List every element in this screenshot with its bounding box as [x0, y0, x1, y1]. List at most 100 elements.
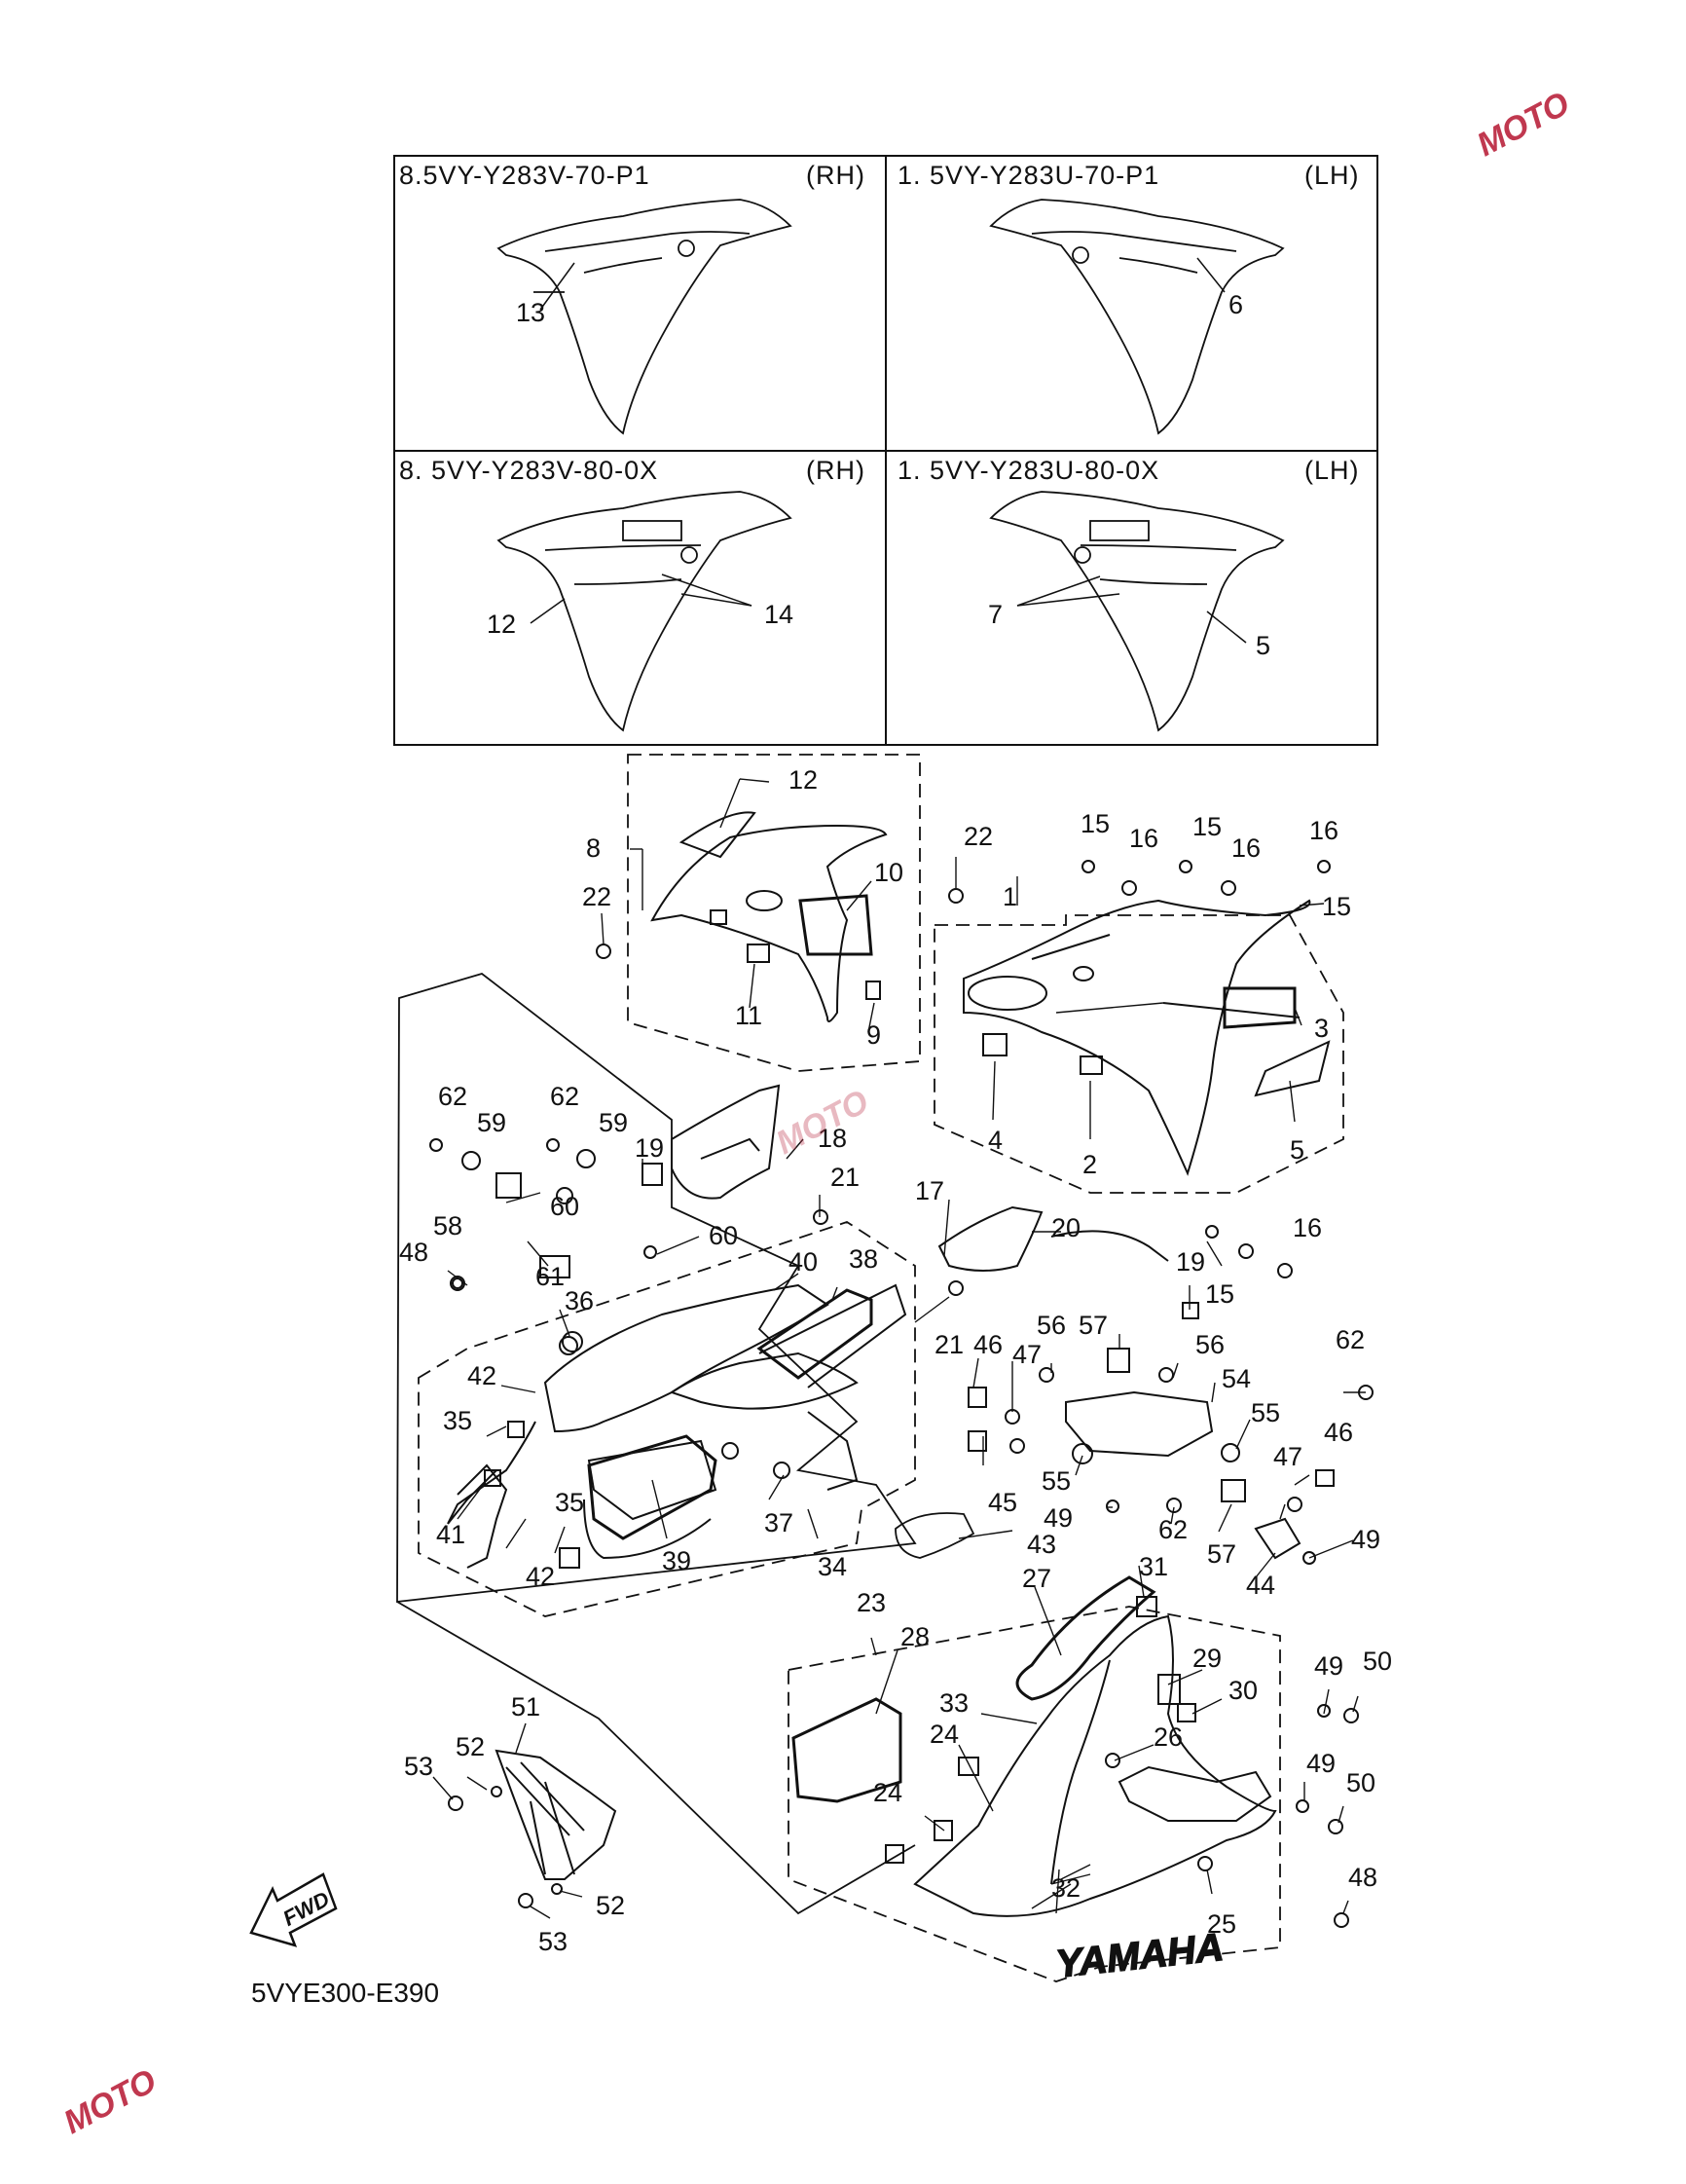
- callout-45: 45: [988, 1488, 1017, 1517]
- callout-21: 21: [935, 1330, 964, 1359]
- callout-48: 48: [399, 1238, 428, 1267]
- callout-13: 13: [516, 298, 545, 327]
- callout-15: 15: [1081, 809, 1110, 838]
- callout-16: 16: [1231, 833, 1261, 863]
- callout-5: 5: [1256, 631, 1270, 660]
- callout-43: 43: [1027, 1530, 1056, 1559]
- callout-35: 35: [555, 1488, 584, 1517]
- callout-53: 53: [404, 1752, 433, 1781]
- watermark-top: MOTO: [1471, 85, 1575, 164]
- callout-55: 55: [1251, 1398, 1280, 1427]
- callout-20: 20: [1051, 1213, 1081, 1242]
- inner-panel-17: [937, 1205, 1169, 1272]
- callout-47: 47: [1012, 1340, 1042, 1369]
- callout-24: 24: [873, 1778, 902, 1807]
- callout-48: 48: [1348, 1863, 1377, 1892]
- callout-1: 1: [1003, 882, 1017, 911]
- watermark-bottom: MOTO: [57, 2062, 162, 2141]
- callout-56: 56: [1037, 1311, 1066, 1340]
- callout-62: 62: [438, 1082, 467, 1111]
- callout-32: 32: [1051, 1873, 1081, 1903]
- callout-8: 8: [586, 833, 601, 863]
- callout-56: 56: [1195, 1330, 1225, 1359]
- callout-34: 34: [818, 1552, 847, 1581]
- callout-29: 29: [1192, 1644, 1222, 1673]
- callout-53: 53: [538, 1927, 568, 1956]
- header-leaders: [530, 257, 1247, 644]
- callout-10: 10: [874, 858, 903, 887]
- watermark-text-bottom: MOTO: [57, 2062, 162, 2141]
- callout-16: 16: [1309, 816, 1338, 845]
- callout-15: 15: [1205, 1279, 1234, 1309]
- callout-5: 5: [1290, 1135, 1304, 1165]
- callout-11: 11: [735, 1001, 762, 1030]
- callout-2: 2: [1082, 1150, 1097, 1179]
- callout-4: 4: [988, 1126, 1003, 1155]
- lh-cowling-80: [989, 491, 1285, 732]
- box-rh-70-code: 8.5VY-Y283V-70-P1: [399, 161, 650, 190]
- box-lh-70-side: (LH): [1304, 161, 1360, 190]
- callout-24: 24: [930, 1720, 959, 1749]
- fwd-arrow: FWD: [249, 1872, 338, 1947]
- callout-19: 19: [1176, 1247, 1205, 1277]
- callout-57: 57: [1079, 1311, 1108, 1340]
- callout-16: 16: [1293, 1213, 1322, 1242]
- dashed-group-34: [418, 1221, 916, 1617]
- callout-14: 14: [764, 600, 793, 629]
- callout-18: 18: [818, 1124, 847, 1153]
- leader-lines: [432, 778, 1366, 1919]
- callout-40: 40: [788, 1247, 818, 1277]
- callout-60: 60: [709, 1221, 738, 1250]
- box-lh-80-code: 1. 5VY-Y283U-80-0X: [898, 456, 1160, 485]
- outline-left-block: [396, 973, 917, 1915]
- callout-15: 15: [1322, 892, 1351, 921]
- watermark-text-top: MOTO: [1471, 85, 1575, 164]
- lh-cowling-70: [989, 199, 1285, 435]
- callout-49: 49: [1044, 1503, 1073, 1533]
- rh-cowling-80: [496, 491, 792, 732]
- callout-12: 12: [487, 610, 516, 639]
- callout-50: 50: [1363, 1647, 1392, 1676]
- callout-52: 52: [456, 1732, 485, 1761]
- callout-49: 49: [1314, 1651, 1343, 1681]
- callout-3: 3: [1314, 1014, 1329, 1043]
- callout-42: 42: [467, 1361, 496, 1390]
- callout-50: 50: [1346, 1768, 1375, 1797]
- callout-58: 58: [433, 1211, 462, 1240]
- dashed-group-8: [627, 754, 921, 1072]
- lower-cowling-23: [791, 1575, 1359, 1928]
- callout-22: 22: [582, 882, 611, 911]
- callout-30: 30: [1228, 1676, 1258, 1705]
- decal-text: YAMAHA: [1054, 1926, 1226, 1986]
- callout-49: 49: [1306, 1749, 1336, 1778]
- callout-36: 36: [565, 1286, 594, 1315]
- callout-46: 46: [973, 1330, 1003, 1359]
- callout-38: 38: [849, 1244, 878, 1274]
- callout-46: 46: [1324, 1418, 1353, 1447]
- left-cowling-part-1: [963, 899, 1331, 1176]
- callout-42: 42: [526, 1562, 555, 1591]
- fasteners: [429, 860, 1374, 1569]
- callout-62: 62: [550, 1082, 579, 1111]
- cover-51: [448, 1749, 617, 1908]
- callout-16: 16: [1129, 824, 1158, 853]
- box-rh-70-side: (RH): [806, 161, 865, 190]
- callout-35: 35: [443, 1406, 472, 1435]
- callout-59: 59: [599, 1108, 628, 1137]
- callout-57: 57: [1207, 1539, 1236, 1569]
- callout-47: 47: [1273, 1442, 1302, 1471]
- callout-54: 54: [1222, 1364, 1251, 1393]
- callout-49: 49: [1351, 1525, 1380, 1554]
- callout-25: 25: [1207, 1909, 1236, 1939]
- box-lh-70-code: 1. 5VY-Y283U-70-P1: [898, 161, 1160, 190]
- callout-33: 33: [939, 1688, 969, 1718]
- dashed-group-1: [934, 914, 1344, 1194]
- callout-6: 6: [1228, 290, 1243, 319]
- callout-23: 23: [857, 1588, 886, 1617]
- callout-59: 59: [477, 1108, 506, 1137]
- diagram-code: 5VYE300-E390: [251, 1978, 440, 2008]
- callout-19: 19: [635, 1133, 664, 1163]
- callout-27: 27: [1022, 1564, 1051, 1593]
